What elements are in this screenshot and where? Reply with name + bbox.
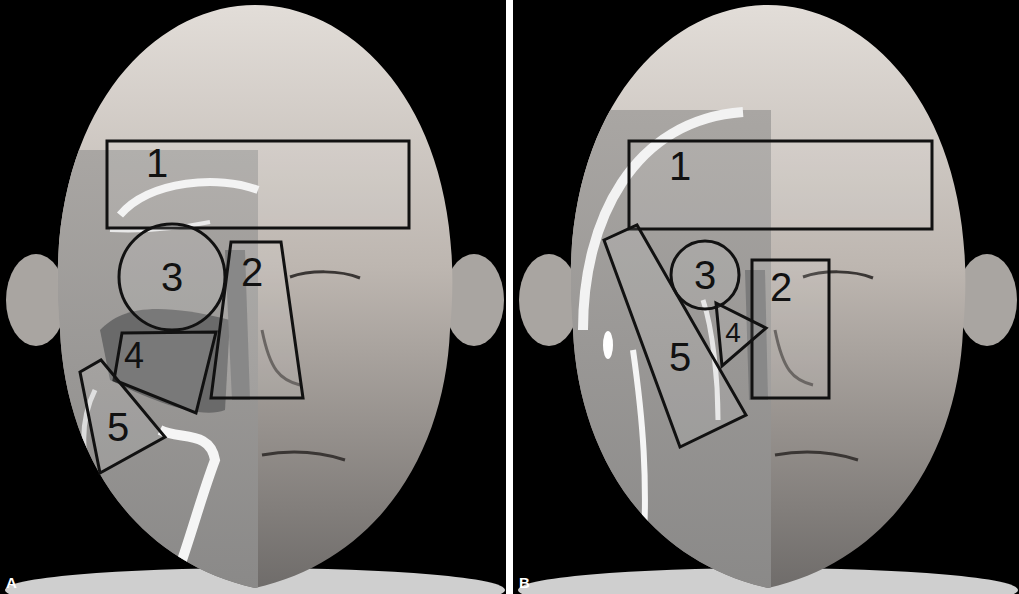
outline [119,224,225,330]
panel-letter: B [519,575,530,590]
region-5-quad: 5 [602,223,748,449]
outline [671,241,739,309]
panel-ground [0,0,506,594]
panel-b-art [513,0,1019,594]
region-2-trapezoid: 2 [209,240,305,400]
region-1-box: 1 [627,139,934,231]
callout-number: 5 [669,337,691,377]
bone [160,430,215,580]
region-3-circle: 3 [117,222,227,332]
outline [107,141,409,228]
ear [519,254,579,346]
callout-number: 2 [770,267,792,307]
mouth [262,452,345,460]
callout-number: 3 [694,255,716,295]
panel-a-art [0,0,506,594]
ear [6,254,66,346]
callout-number: 3 [161,257,183,297]
bone [603,331,613,359]
shape-outline [714,301,768,368]
callout-number: 1 [669,146,691,186]
region-1-box: 1 [105,139,411,230]
outline [604,225,746,447]
outline [211,242,303,398]
callout-number: 4 [725,319,741,347]
callout-number: 4 [124,338,144,374]
divider [506,0,513,594]
panel-letter: A [6,575,17,590]
ear [957,254,1017,346]
callout-number: 5 [107,407,129,447]
image-panel: B 1 3 2 4 5 [513,0,1019,594]
mouth [775,452,858,460]
eye [290,272,360,278]
panel-ground [513,0,1019,594]
region-5-triangle: 5 [78,358,167,475]
region-4-triangle: 4 [714,301,768,368]
callout-number: 1 [146,143,168,183]
image-panel: A 1 3 2 4 5 [0,0,506,594]
shape-outline [602,223,748,449]
callout-number: 2 [241,252,263,292]
outline [629,141,932,229]
outline [80,360,165,473]
ear [444,254,504,346]
mandible [633,350,645,560]
outline [716,303,766,366]
